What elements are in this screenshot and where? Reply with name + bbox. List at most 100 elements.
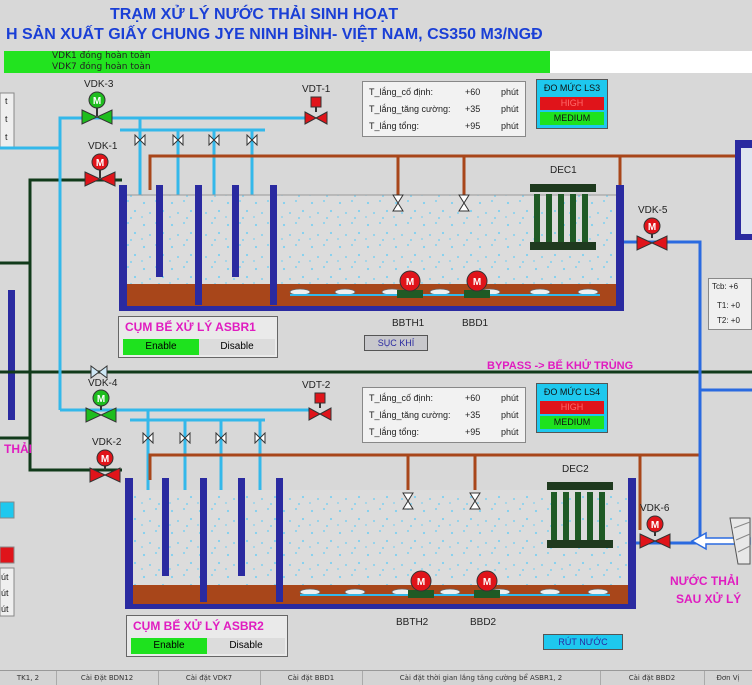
outflow-label-line1: NƯỚC THẢI [670, 574, 739, 588]
tab-cai-dat-vdk7[interactable]: Cài đặt VDK7 [158, 671, 261, 685]
valve-vdk1-label: VDK-1 [88, 141, 118, 152]
sludge-valve-icon[interactable] [469, 492, 481, 510]
level-medium-indicator: MEDIUM [540, 416, 604, 429]
valve-vdk5-icon[interactable]: M [636, 216, 668, 254]
timer-box-1: T_lắng_cố định: +60 phút T_lắng_tăng cườ… [362, 81, 526, 137]
left-inflow-label: THẢI [4, 442, 32, 456]
hand-valve-icon[interactable] [172, 134, 184, 146]
decanter-dec2-icon [547, 482, 613, 548]
aeration-button[interactable]: SỤC KHÍ [364, 335, 428, 351]
valve-vdk6-icon[interactable]: M [639, 514, 671, 552]
decanter-dec1-icon [530, 184, 596, 250]
hand-valve-icon[interactable] [246, 134, 258, 146]
tab-cai-dat-bbd2[interactable]: Cài đặt BBD2 [600, 671, 705, 685]
bbd2-label: BBD2 [470, 617, 497, 628]
level-title: ĐO MỨC LS3 [540, 82, 604, 95]
valve-vdt2-icon[interactable] [308, 392, 332, 424]
asbr1-group-title: CỤM BỂ XỬ LÝ ASBR1 [125, 320, 256, 334]
right-panel-text: T2: +0 [717, 316, 740, 325]
asbr1-enable-button[interactable]: Enable [123, 339, 199, 355]
outflow-outlet-icon [729, 517, 751, 565]
timer-unit: phút [501, 104, 519, 114]
tab-tk12[interactable]: TK1, 2 [0, 671, 57, 685]
page-subtitle: H SẢN XUẤT GIẤY CHUNG JYE NINH BÌNH- VIỆ… [6, 26, 543, 43]
message-bar-empty [550, 51, 752, 73]
hand-valve-icon[interactable] [254, 432, 266, 444]
timer-label: T_lắng_tăng cường: [369, 104, 451, 114]
left-panel-text: út [1, 604, 9, 614]
asbr1-disable-button[interactable]: Disable [199, 339, 275, 355]
asbr1-group-panel: CỤM BỂ XỬ LÝ ASBR1 Enable Disable [118, 316, 278, 358]
left-panel-text: t [5, 114, 8, 124]
level-high-indicator: HIGH [540, 97, 604, 110]
sludge-valve-icon[interactable] [402, 492, 414, 510]
timer-unit: phút [501, 87, 519, 97]
timer-value[interactable]: +95 [465, 427, 481, 437]
motor-letter: M [473, 277, 481, 288]
valve-vdk3-icon[interactable]: M [81, 90, 113, 128]
motor-letter: M [96, 158, 104, 169]
pump-bbd2-icon[interactable]: M [472, 568, 502, 600]
decant-button[interactable]: RÚT NƯỚC [543, 634, 623, 650]
pump-bbd1-icon[interactable]: M [462, 268, 492, 300]
valve-vdk4-label: VDK-4 [88, 378, 118, 389]
timer-value[interactable]: +35 [465, 104, 481, 114]
message-line: VDK7 đóng hoàn toàn [4, 62, 550, 73]
asbr2-group-panel: CỤM BỂ XỬ LÝ ASBR2 Enable Disable [126, 615, 288, 657]
timer-value[interactable]: +60 [465, 87, 481, 97]
level-medium-indicator: MEDIUM [540, 112, 604, 125]
valve-vdk4-icon[interactable]: M [85, 388, 117, 426]
motor-letter: M [93, 96, 101, 107]
valve-vdk1-icon[interactable]: M [84, 152, 116, 190]
timer-value[interactable]: +95 [465, 121, 481, 131]
outflow-label-line2: SAU XỬ LÝ [676, 592, 742, 606]
motor-letter: M [648, 222, 656, 233]
valve-vdt1-icon[interactable] [304, 96, 328, 128]
tab-thoi-gian-lang[interactable]: Cài đặt thời gian lắng tăng cường bể ASB… [362, 671, 601, 685]
hand-valve-icon[interactable] [134, 134, 146, 146]
tab-don-vi[interactable]: Đơn Vị [716, 674, 740, 682]
bottom-tab-bar: TK1, 2 Cài Đặt BDN12 Cài đặt VDK7 Cài đặ… [0, 670, 752, 685]
timer-value[interactable]: +60 [465, 393, 481, 403]
bbth2-label: BBTH2 [396, 617, 429, 628]
timer-box-2: T_lắng_cố định: +60 phút T_lắng_tăng cườ… [362, 387, 526, 443]
asbr2-enable-button[interactable]: Enable [131, 638, 207, 654]
valve-vdk2-icon[interactable]: M [89, 448, 121, 486]
hand-valve-icon[interactable] [142, 432, 154, 444]
hand-valve-icon[interactable] [179, 432, 191, 444]
tab-cai-dat-bdn12[interactable]: Cài Đặt BDN12 [56, 671, 159, 685]
valve-vdk5-label: VDK-5 [638, 205, 668, 216]
left-panel-text: t [5, 96, 8, 106]
tab-cai-dat-bbd1[interactable]: Cài đặt BBD1 [260, 671, 363, 685]
level-high-indicator: HIGH [540, 401, 604, 414]
left-panel-text: út [1, 588, 9, 598]
bypass-label: BYPASS -> BỂ KHỬ TRÙNG [487, 360, 634, 372]
motor-letter: M [101, 454, 109, 465]
valve-vdt2-label: VDT-2 [302, 380, 331, 391]
timer-value[interactable]: +35 [465, 410, 481, 420]
timer-unit: phút [501, 121, 519, 131]
sludge-valve-icon[interactable] [458, 194, 470, 212]
pump-bbth1-icon[interactable]: M [395, 268, 425, 300]
asbr2-group-title: CỤM BỂ XỬ LÝ ASBR2 [133, 619, 264, 633]
right-panel-text: Tcb: +6 [712, 282, 739, 291]
valve-vdk6-label: VDK-6 [640, 503, 670, 514]
bypass-valve-icon[interactable] [90, 364, 108, 380]
timer-unit: phút [501, 393, 519, 403]
hand-valve-icon[interactable] [215, 432, 227, 444]
asbr2-disable-button[interactable]: Disable [207, 638, 285, 654]
right-panel-text: T1: +0 [717, 301, 740, 310]
valve-vdk2-label: VDK-2 [92, 437, 122, 448]
message-bar: VDK1 đóng hoàn toàn VDK7 đóng hoàn toàn [4, 51, 550, 73]
bbd1-label: BBD1 [462, 318, 489, 329]
bbth1-label: BBTH1 [392, 318, 425, 329]
right-timer-panel: Tcb: +6 T1: +0 T2: +0 [708, 278, 752, 330]
dec2-label: DEC2 [562, 464, 589, 475]
valve-vdk3-label: VDK-3 [84, 79, 114, 90]
pump-bbth2-icon[interactable]: M [406, 568, 436, 600]
message-line: VDK1 đóng hoàn toàn [4, 51, 550, 62]
hand-valve-icon[interactable] [208, 134, 220, 146]
sludge-valve-icon[interactable] [392, 194, 404, 212]
timer-label: T_lắng tổng: [369, 427, 420, 437]
valve-vdt1-label: VDT-1 [302, 84, 331, 95]
